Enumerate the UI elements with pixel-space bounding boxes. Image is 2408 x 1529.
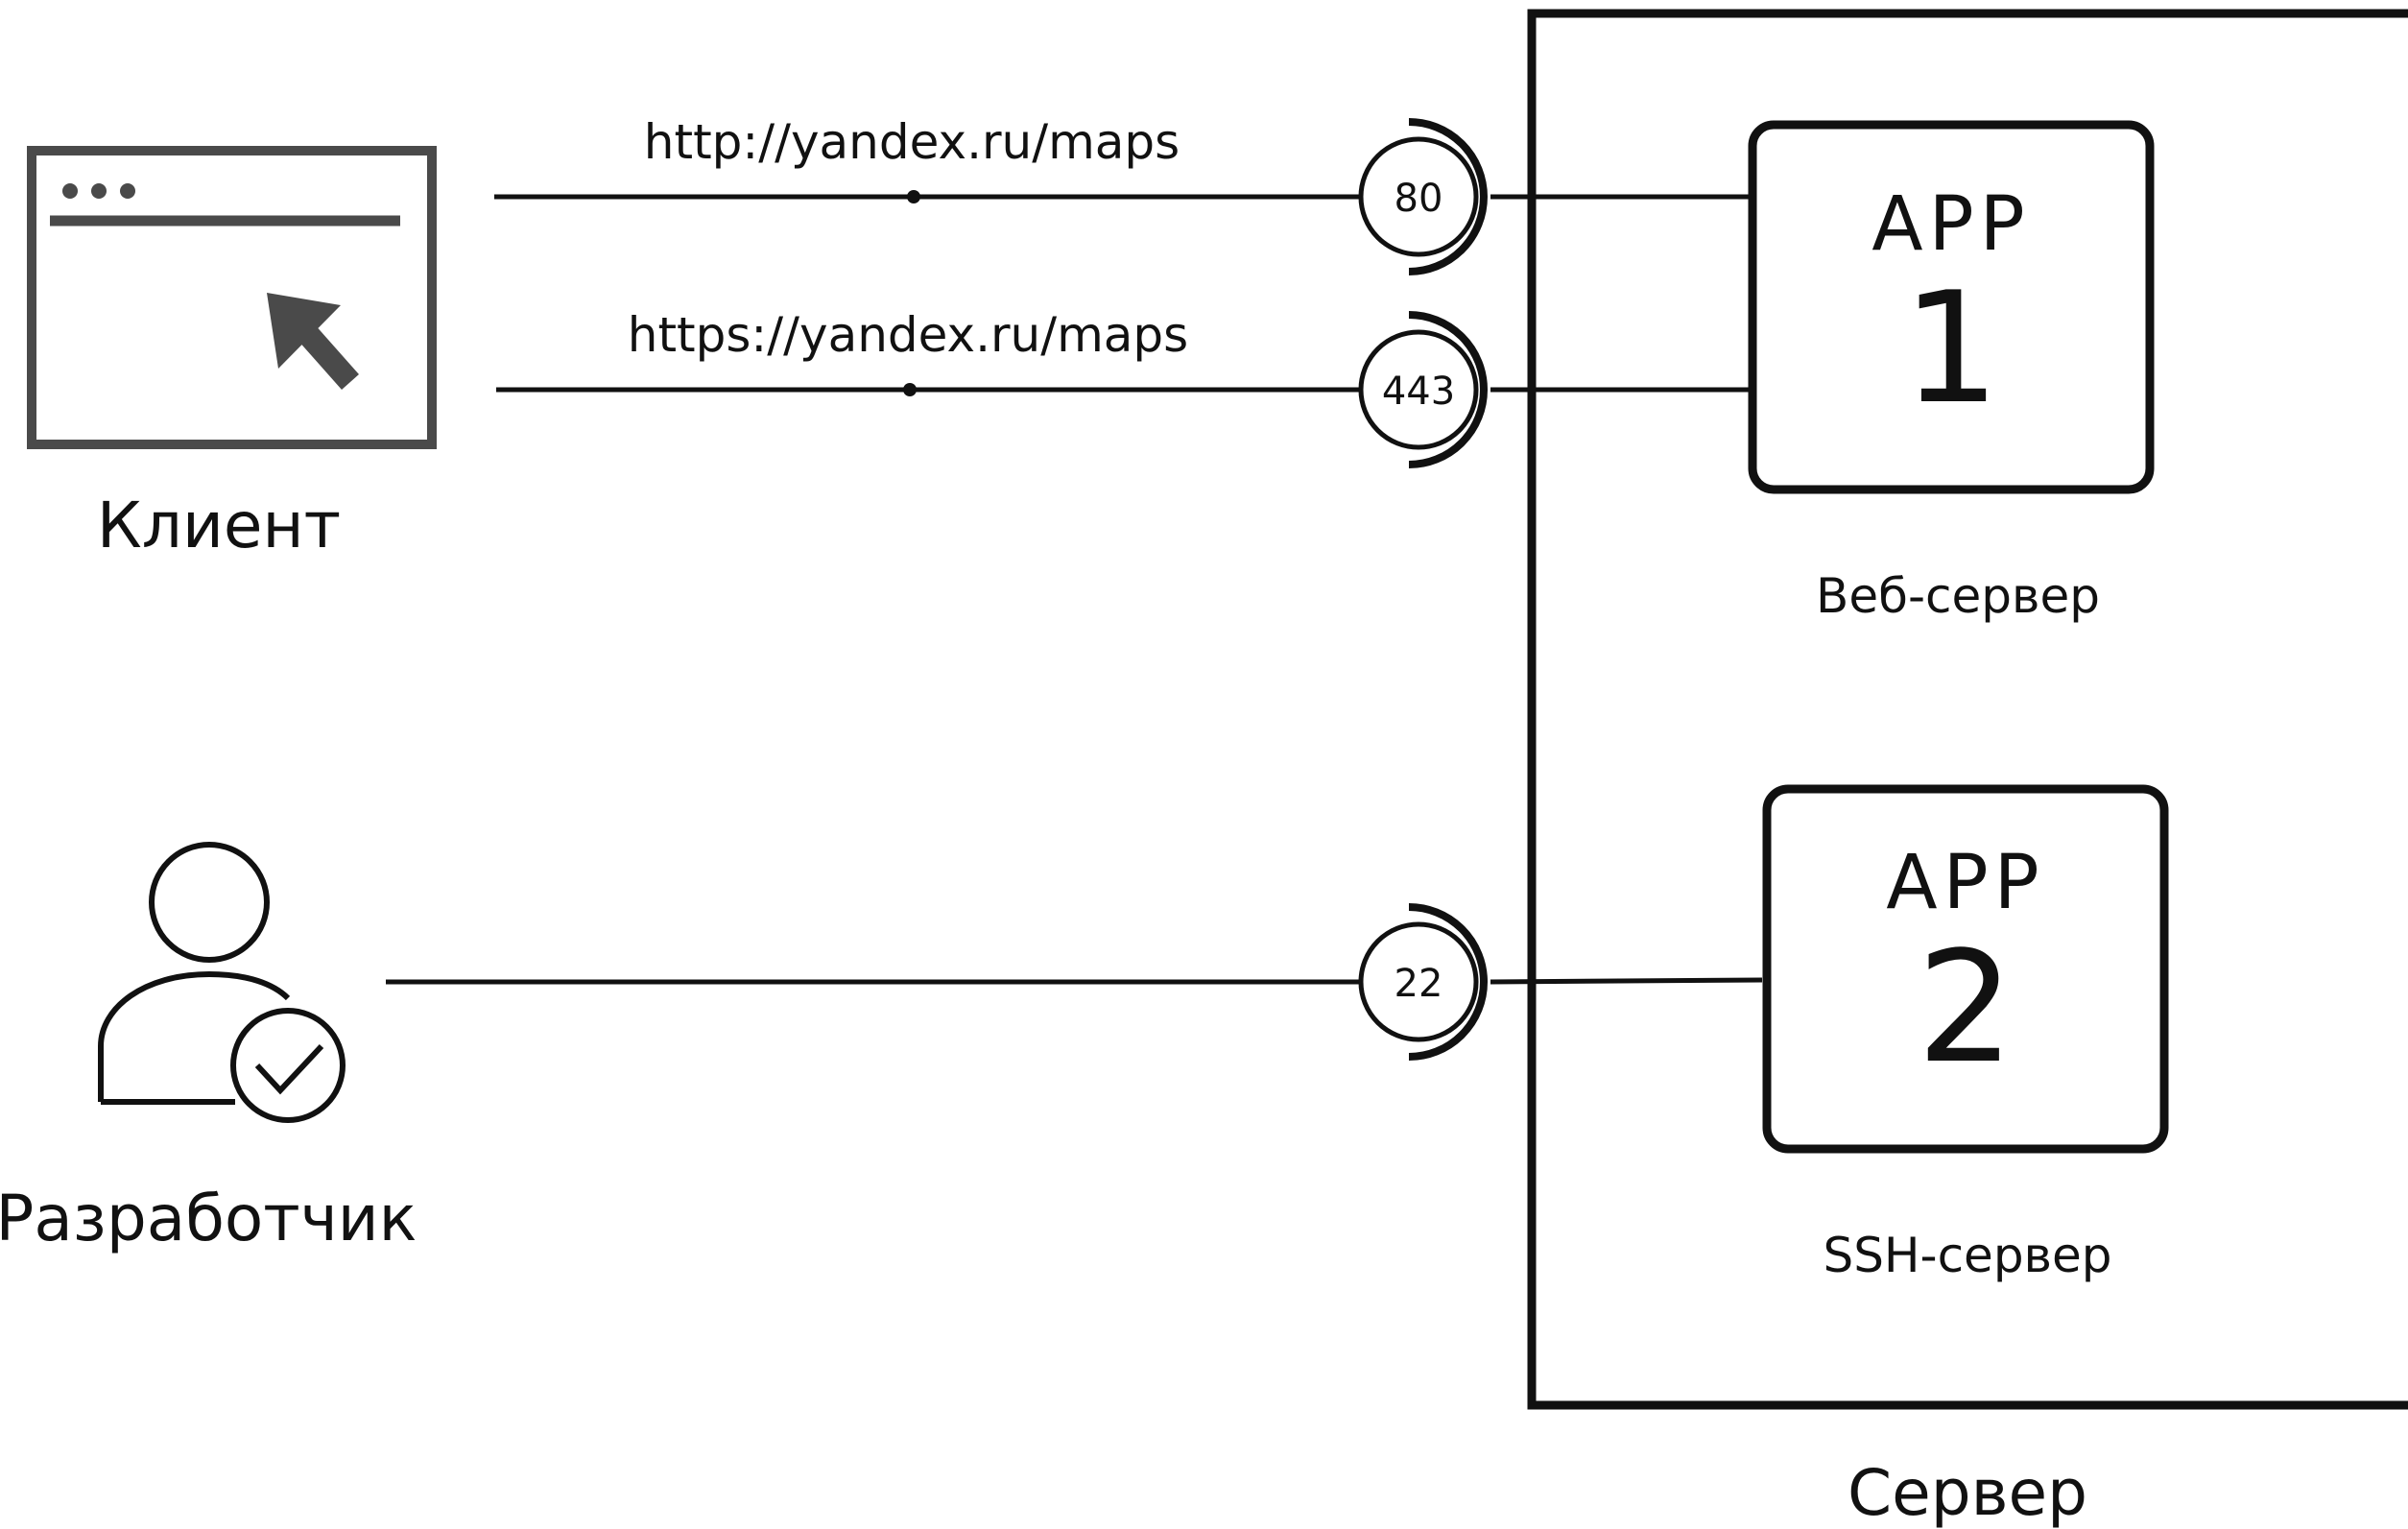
app-1-title: APP (1872, 181, 2030, 268)
app-1-role: Веб-сервер (1816, 568, 2100, 624)
http-line-midpoint (907, 190, 920, 203)
https-url-label: https://yandex.ru/maps (628, 307, 1188, 363)
app-2-number: 2 (1917, 918, 2015, 1097)
https-line-midpoint (903, 383, 917, 396)
app-2-box: APP 2 (1762, 784, 2169, 1154)
port-80-label: 80 (1395, 177, 1443, 221)
browser-window-cursor-icon (27, 146, 437, 449)
client-label: Клиент (97, 489, 341, 562)
server-label: Сервер (1848, 1456, 2087, 1529)
port-80-badge: 80 (1358, 118, 1488, 275)
user-check-icon (98, 842, 346, 1123)
port-443-label: 443 (1382, 370, 1455, 414)
port-22-badge: 22 (1358, 903, 1488, 1061)
port-443-badge: 443 (1358, 311, 1488, 468)
port-22-label: 22 (1395, 962, 1443, 1006)
port-22-to-app2-line (1490, 977, 1763, 985)
app-2-title: APP (1886, 840, 2044, 926)
server-box (1527, 9, 2408, 1410)
app-1-number: 1 (1902, 258, 2000, 438)
cursor-arrow-icon (267, 293, 359, 390)
app-2-role: SSH-сервер (1823, 1228, 2111, 1283)
http-url-label: http://yandex.ru/maps (644, 114, 1180, 170)
app-1-box: APP 1 (1748, 120, 2155, 494)
developer-label: Разработчик (0, 1182, 417, 1255)
